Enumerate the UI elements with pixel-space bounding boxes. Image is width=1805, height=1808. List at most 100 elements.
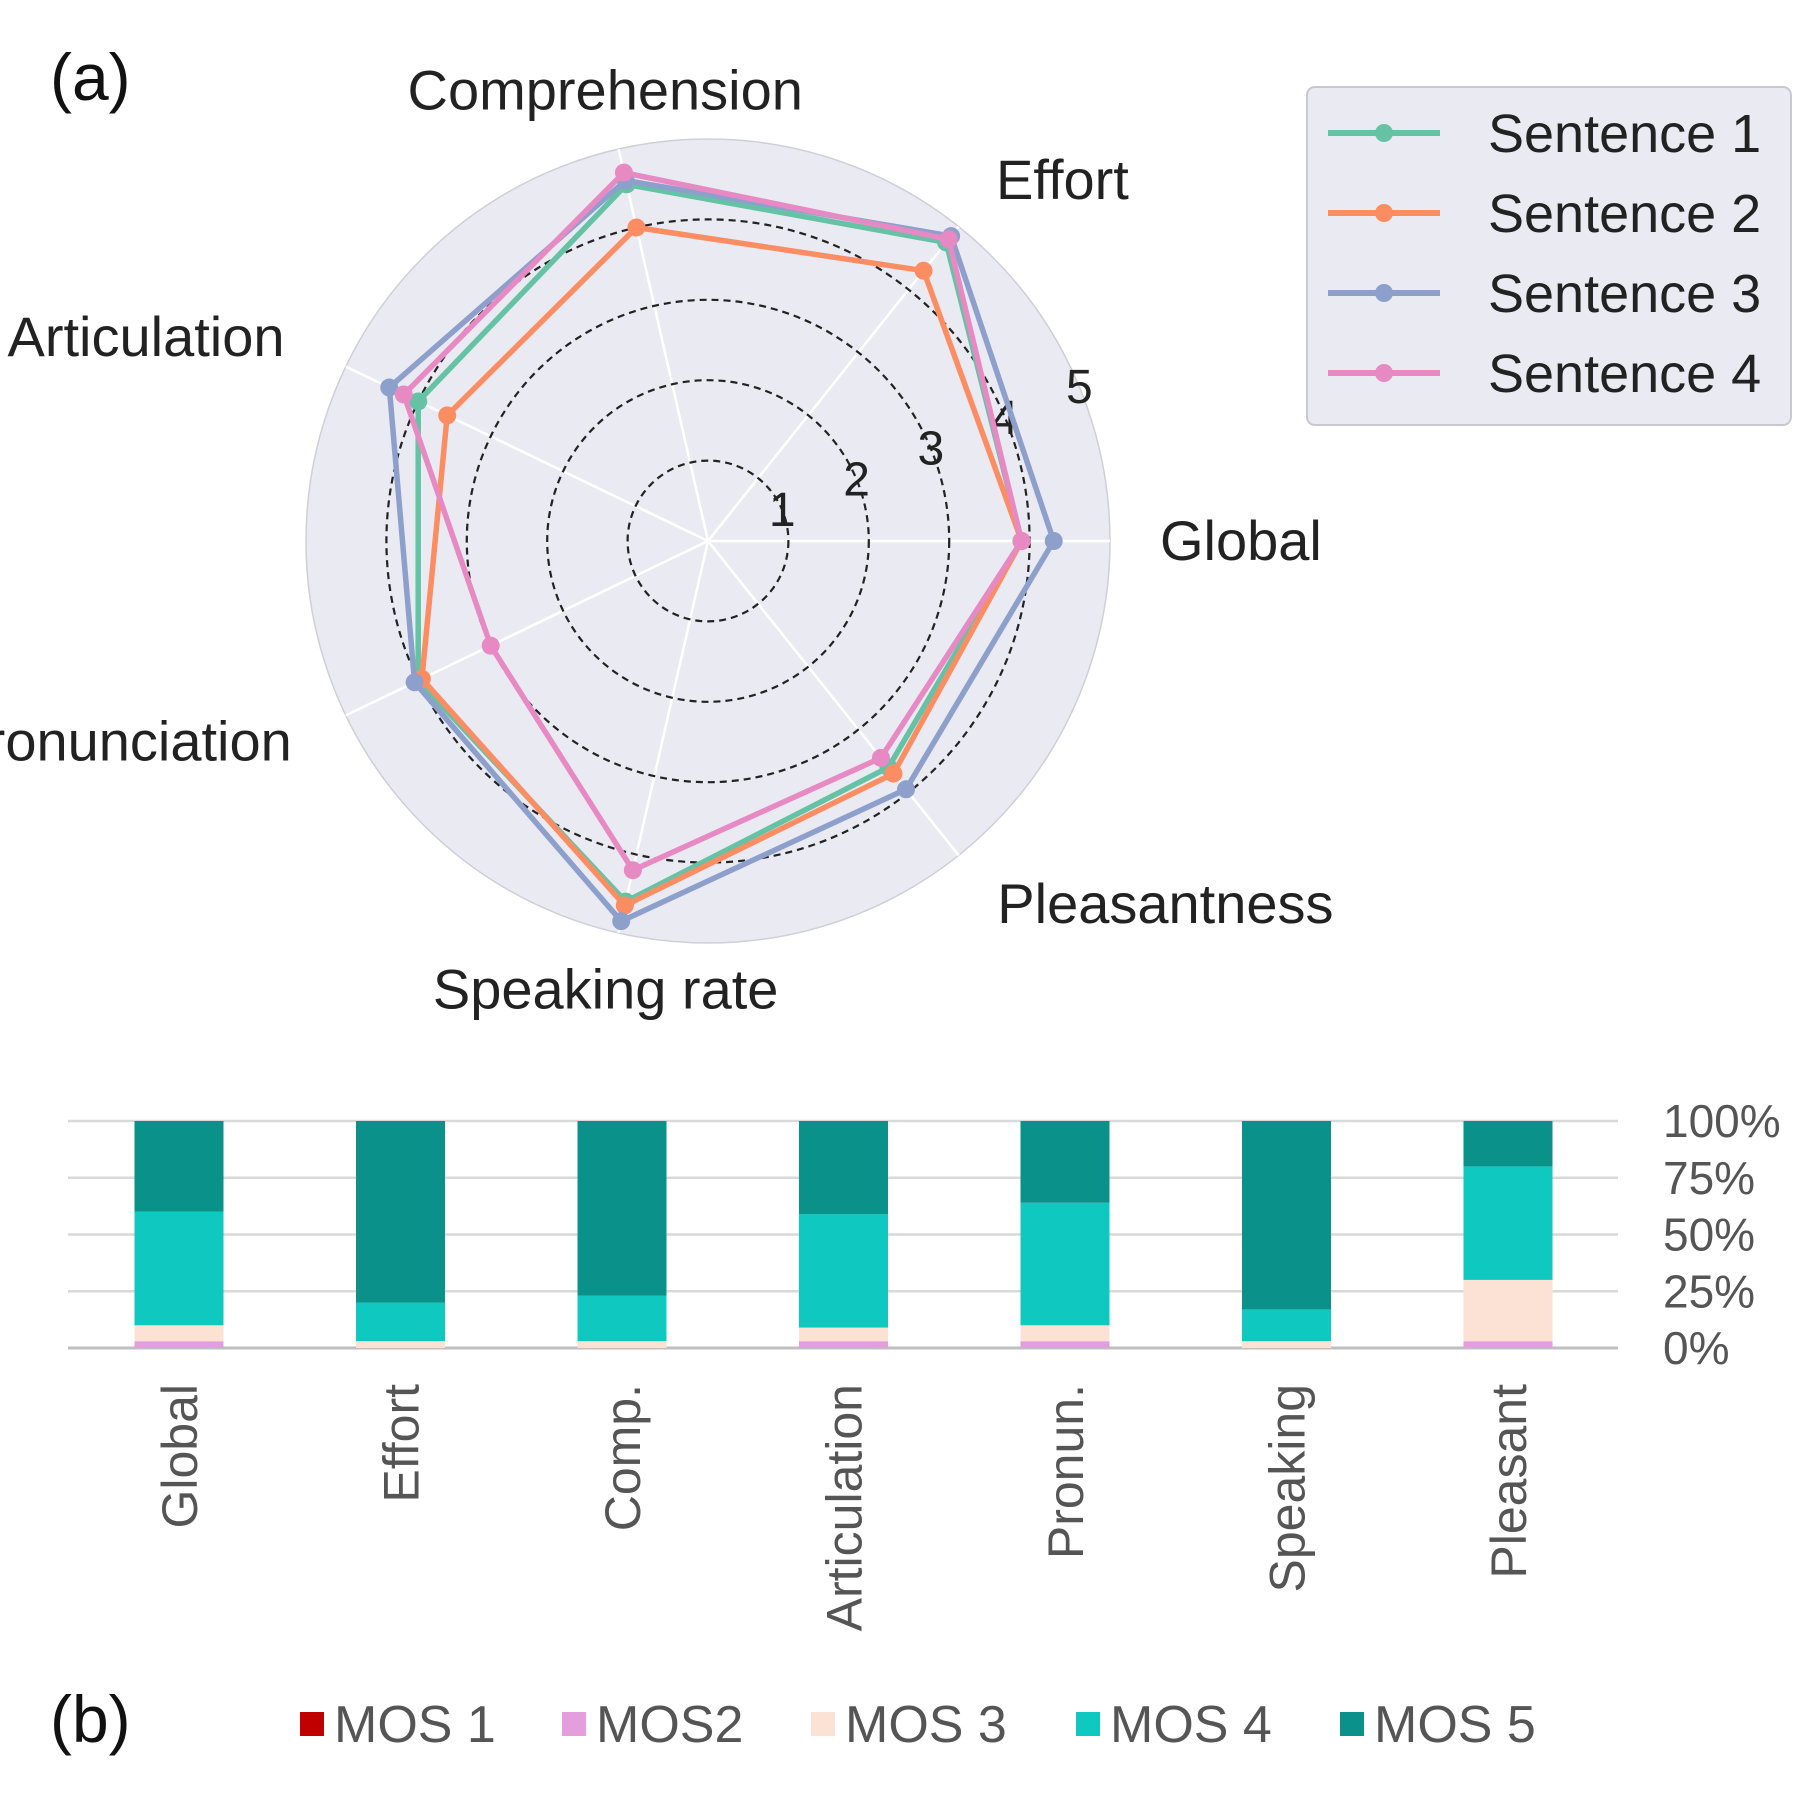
bar-segment-mos-3-global bbox=[134, 1325, 224, 1342]
bar-segment-mos-4-articulation bbox=[799, 1214, 888, 1328]
bar-segment-mos-3-effort bbox=[356, 1341, 445, 1348]
bar-segment-mos-4-global bbox=[134, 1211, 224, 1326]
radial-tick-label: 2 bbox=[843, 453, 870, 506]
series-point-sentence-1 bbox=[409, 392, 428, 411]
bar-segment-mos-4-effort bbox=[356, 1302, 445, 1342]
radar-spoke bbox=[345, 539, 709, 717]
legend-marker-sentence-3 bbox=[1375, 284, 1393, 302]
bar-segment-mos-5-pleasant bbox=[1463, 1121, 1553, 1167]
radial-tick-label: 3 bbox=[917, 423, 944, 476]
x-tick-label-pleasant: Pleasant bbox=[1481, 1384, 1537, 1579]
bar-segment-mos2-pronun bbox=[1020, 1341, 1110, 1348]
bar-segment-mos-5-global bbox=[134, 1121, 224, 1212]
radar-spoke bbox=[707, 225, 960, 542]
radial-tick-label: 1 bbox=[769, 484, 796, 537]
bar-segment-mos2-articulation bbox=[799, 1341, 888, 1348]
series-point-sentence-2 bbox=[627, 218, 646, 237]
legend-label-mos2: MOS2 bbox=[596, 1696, 743, 1754]
y-tick-label: 0% bbox=[1663, 1322, 1729, 1374]
panel-label-b: (b) bbox=[50, 1682, 131, 1756]
x-tick-label-speaking: Speaking bbox=[1260, 1384, 1316, 1593]
bar-segment-mos-4-speaking bbox=[1242, 1309, 1331, 1342]
axis-label-pleasantness: Pleasantness bbox=[997, 872, 1333, 935]
radial-tick-label: 5 bbox=[1066, 361, 1093, 414]
legend-marker-sentence-2 bbox=[1375, 204, 1393, 222]
bar-segment-mos2-pleasant bbox=[1463, 1341, 1553, 1348]
series-point-sentence-2 bbox=[615, 896, 634, 915]
bar-segment-mos-3-speaking bbox=[1242, 1341, 1331, 1348]
legend-label-mos-1: MOS 1 bbox=[334, 1696, 496, 1754]
legend-swatch-mos-1 bbox=[300, 1712, 324, 1736]
series-line-sentence-2 bbox=[419, 224, 1025, 909]
x-tick-label-effort: Effort bbox=[374, 1384, 430, 1503]
series-line-sentence-1 bbox=[415, 181, 1025, 905]
legend-marker-sentence-1 bbox=[1375, 124, 1393, 142]
axis-label-speaking-rate: Speaking rate bbox=[433, 957, 779, 1020]
axis-label-global: Global bbox=[1160, 509, 1322, 572]
bar-segment-mos-4-pleasant bbox=[1463, 1166, 1553, 1280]
radar-legend-box bbox=[1306, 86, 1792, 426]
legend-label-sentence-4: Sentence 4 bbox=[1488, 344, 1761, 404]
legend-swatch-mos-3 bbox=[811, 1712, 835, 1736]
legend-swatch-mos2 bbox=[562, 1712, 586, 1736]
legend-label-mos-4: MOS 4 bbox=[1110, 1696, 1272, 1754]
bar-segment-mos-3-pronun bbox=[1020, 1325, 1110, 1342]
x-tick-label-global: Global bbox=[152, 1384, 208, 1529]
series-point-sentence-3 bbox=[1044, 532, 1063, 550]
stacked-bar-chart: 0%25%50%75%100% Global Effort Comp. Articula… bbox=[68, 1095, 1781, 1631]
bar-segment-mos-3-comp bbox=[577, 1341, 667, 1348]
legend-label-sentence-3: Sentence 3 bbox=[1488, 264, 1761, 324]
series-point-sentence-4 bbox=[481, 636, 500, 655]
panel-label-a: (a) bbox=[50, 40, 131, 114]
radar-gridring bbox=[626, 459, 790, 623]
y-tick-label: 25% bbox=[1663, 1265, 1755, 1317]
radar-chart: 12345GlobalEffortComprehensionArticulati… bbox=[0, 59, 1334, 1021]
series-point-sentence-2 bbox=[438, 406, 457, 425]
series-line-sentence-4 bbox=[401, 169, 1025, 873]
x-tick-label-comp: Comp. bbox=[595, 1384, 651, 1531]
bar-segment-mos-5-pronun bbox=[1020, 1121, 1110, 1203]
series-point-sentence-4 bbox=[614, 163, 633, 182]
series-point-sentence-3 bbox=[405, 673, 424, 692]
legend-label-mos-3: MOS 3 bbox=[845, 1696, 1007, 1754]
x-tick-label-pronun: Pronun. bbox=[1038, 1384, 1094, 1559]
bar-segment-mos2-global bbox=[134, 1341, 224, 1348]
bar-segment-mos-5-speaking bbox=[1242, 1121, 1331, 1310]
axis-label-comprehension: Comprehension bbox=[408, 59, 803, 122]
y-tick-label: 50% bbox=[1663, 1209, 1755, 1261]
series-point-sentence-2 bbox=[914, 261, 933, 280]
axis-label-effort: Effort bbox=[996, 148, 1129, 211]
bar-segment-mos-3-pleasant bbox=[1463, 1279, 1553, 1342]
radar-spoke bbox=[617, 148, 710, 542]
bar-segment-mos-5-articulation bbox=[799, 1121, 888, 1215]
radar-spoke bbox=[707, 540, 960, 857]
radar-gridring bbox=[546, 379, 870, 703]
y-tick-label: 100% bbox=[1663, 1095, 1781, 1147]
series-point-sentence-2 bbox=[884, 764, 903, 783]
bar-segment-mos-5-effort bbox=[356, 1121, 445, 1303]
bar-segment-mos-5-comp bbox=[577, 1121, 667, 1296]
series-point-sentence-3 bbox=[612, 912, 631, 931]
bar-legend: MOS 1 MOS2 MOS 3 MOS 4 MOS 5 bbox=[300, 1696, 1536, 1754]
bar-segment-mos-4-pronun bbox=[1020, 1202, 1110, 1326]
series-point-sentence-4 bbox=[1012, 532, 1031, 550]
legend-marker-sentence-4 bbox=[1375, 364, 1393, 382]
series-point-sentence-3 bbox=[380, 378, 399, 397]
axis-label-articulation: Articulation bbox=[8, 305, 285, 368]
series-point-sentence-4 bbox=[939, 230, 958, 249]
y-tick-label: 75% bbox=[1663, 1152, 1755, 1204]
radar-gridring bbox=[465, 298, 951, 784]
axis-label-pronunciation: Pronunciation bbox=[0, 709, 292, 772]
bar-segment-mos-3-articulation bbox=[799, 1327, 888, 1342]
legend-label-mos-5: MOS 5 bbox=[1374, 1696, 1536, 1754]
legend-swatch-mos-4 bbox=[1076, 1712, 1100, 1736]
series-point-sentence-3 bbox=[897, 780, 916, 799]
x-tick-label-articulation: Articulation bbox=[817, 1384, 873, 1631]
bar-segment-mos-4-comp bbox=[577, 1295, 667, 1342]
legend-label-sentence-1: Sentence 1 bbox=[1488, 104, 1761, 164]
series-point-sentence-4 bbox=[623, 861, 642, 880]
legend-swatch-mos-5 bbox=[1340, 1712, 1364, 1736]
series-point-sentence-4 bbox=[871, 748, 890, 767]
